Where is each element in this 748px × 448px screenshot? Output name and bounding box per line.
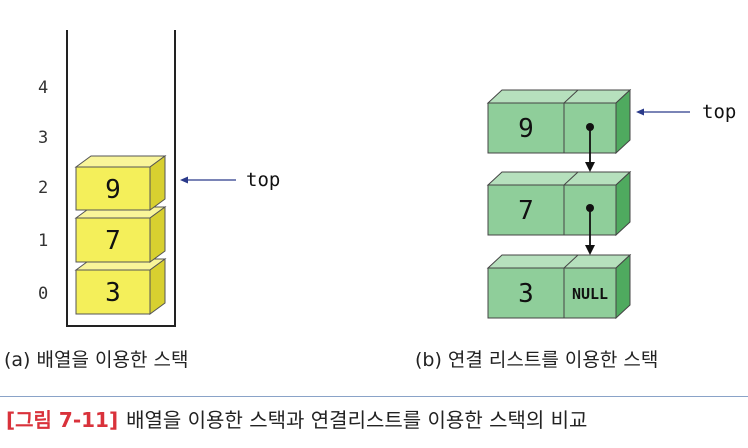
list-node-0: 9 <box>486 88 632 155</box>
list-node-2: 3 NULL <box>486 253 632 320</box>
array-index-0: 0 <box>38 284 48 304</box>
list-node-value-1: 7 <box>518 196 534 226</box>
array-cell-1: 7 <box>74 206 167 263</box>
array-stack: 4 3 2 1 0 3 7 9 top <box>38 30 280 327</box>
figure-title: 배열을 이용한 스택과 연결리스트를 이용한 스택의 비교 <box>126 408 588 432</box>
array-cell-value-2: 9 <box>105 175 121 205</box>
list-top-pointer <box>636 108 690 116</box>
list-node-value-0: 9 <box>518 114 534 144</box>
array-index-4: 4 <box>38 78 48 98</box>
array-index-3: 3 <box>38 128 48 148</box>
array-cell-0: 3 <box>74 258 167 315</box>
linked-stack: 9 7 3 NULL <box>486 88 736 320</box>
figure-caption: [그림 7-11] 배열을 이용한 스택과 연결리스트를 이용한 스택의 비교 <box>6 404 587 433</box>
list-link-arrow-1 <box>585 208 595 255</box>
list-link-arrow-0 <box>585 127 595 172</box>
linked-stack-caption: (b) 연결 리스트를 이용한 스택 <box>415 349 659 371</box>
array-cell-2: 9 <box>74 155 167 211</box>
array-top-pointer <box>180 176 236 184</box>
array-stack-caption: (a) 배열을 이용한 스택 <box>4 349 189 371</box>
list-node-null-label: NULL <box>572 285 608 303</box>
array-container <box>66 30 176 327</box>
caption-divider <box>0 396 748 397</box>
array-index-1: 1 <box>38 231 48 251</box>
list-top-label: top <box>702 101 736 123</box>
array-top-label: top <box>246 169 280 191</box>
array-cell-value-0: 3 <box>105 278 121 308</box>
array-index-2: 2 <box>38 178 48 198</box>
list-node-1: 7 <box>486 170 632 237</box>
figure-label: [그림 7-11] <box>6 408 119 432</box>
list-node-value-2: 3 <box>518 279 534 309</box>
array-cell-value-1: 7 <box>105 226 121 256</box>
